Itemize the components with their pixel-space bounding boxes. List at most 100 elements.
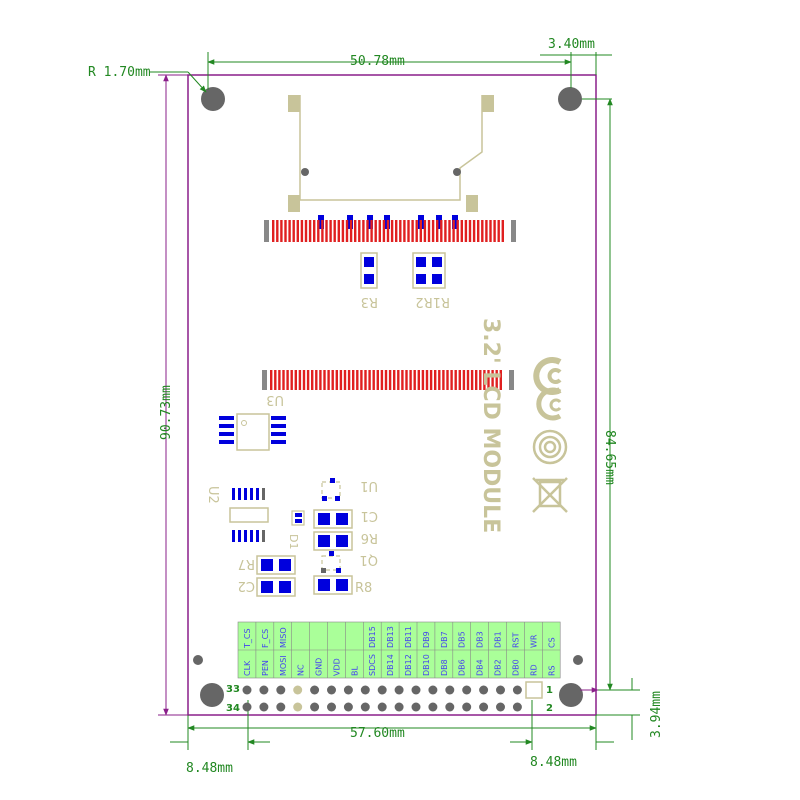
header-pin [462, 685, 472, 695]
pin-label: VDD [332, 658, 341, 676]
header-pin [512, 685, 522, 695]
header-pin [327, 702, 336, 712]
pin-label: RS [547, 665, 556, 676]
lower-connector-pad [401, 370, 404, 390]
lower-connector-pad [364, 370, 367, 390]
pin-label: DB15 [368, 626, 377, 648]
ref-c2: C2 [238, 578, 255, 593]
u3-chip [219, 413, 286, 451]
upper-fpc-connector [264, 220, 516, 242]
upper-connector-pad [448, 220, 451, 242]
pin-label: DB4 [476, 659, 485, 676]
lower-connector-pad [413, 370, 416, 390]
header-pin [327, 685, 336, 695]
lower-connector-pad [409, 370, 412, 390]
lower-connector-pad [347, 370, 351, 390]
lower-connector-pad [434, 370, 437, 390]
header-pin [428, 685, 438, 695]
upper-connector-pad [423, 220, 427, 242]
lower-connector-pad [462, 370, 466, 390]
upper-connector-pad [403, 220, 406, 242]
upper-connector-pad [436, 220, 439, 242]
lower-connector-pad [380, 370, 384, 390]
lower-connector-pad [270, 370, 273, 390]
upper-connector-pad [272, 220, 275, 242]
dim-bottom-right-inset: 8.48mm [530, 755, 577, 770]
header-pin [462, 702, 472, 712]
header-pin [411, 685, 421, 695]
upper-connector-pad [497, 220, 500, 242]
pin-label: PEN [261, 660, 270, 676]
upper-connector-pad [354, 220, 357, 242]
u1-footprint [321, 478, 341, 501]
upper-connector-pad [452, 220, 455, 242]
lower-connector-pad [339, 370, 343, 390]
pin-label: NC [297, 664, 306, 676]
pin-label: DB9 [422, 631, 431, 648]
lower-connector-pad [397, 370, 400, 390]
mounting-hole-top-right [558, 87, 582, 111]
upper-connector-pad [481, 220, 484, 242]
upper-connector-pad [468, 220, 472, 242]
upper-connector-pad [325, 220, 328, 242]
lower-connector-pad [425, 370, 429, 390]
pin-label: DB13 [386, 626, 395, 648]
header-pin [242, 685, 252, 695]
ref-c1: C1 [361, 508, 378, 523]
dim-corner-radius: R 1.70mm [88, 65, 151, 80]
lower-connector-pad [429, 370, 433, 390]
r7-footprint [256, 555, 296, 575]
lower-connector-pad [278, 370, 281, 390]
lower-connector-pad [319, 370, 322, 390]
dim-right-height: 84.65mm [602, 430, 617, 485]
upper-connector-end-tab [511, 220, 516, 242]
r3-footprint [360, 252, 378, 289]
pin-label: DB1 [494, 631, 503, 648]
header-pin [360, 685, 370, 695]
lower-connector-pad [483, 370, 486, 390]
header-pin [242, 702, 252, 712]
ref-q1: Q1 [359, 552, 378, 567]
dim-bottom-left-inset: 8.48mm [186, 761, 233, 776]
pin-label: MOSI [279, 655, 288, 676]
ref-r7: R7 [238, 556, 255, 571]
header-pin [377, 702, 387, 712]
header-pin [377, 685, 387, 695]
lower-connector-pad [438, 370, 441, 390]
c1-footprint [313, 509, 353, 529]
pin-label: MISO [279, 627, 288, 648]
lower-connector-pad [352, 370, 355, 390]
lower-connector-end-tab [509, 370, 514, 390]
header-pin [259, 702, 269, 712]
ref-u1: U1 [360, 478, 378, 493]
ce-mark-large [533, 357, 562, 395]
dim-top-width: 50.78mm [350, 54, 405, 69]
pin-label: DB2 [494, 659, 503, 676]
lower-connector-pad [446, 370, 449, 390]
header-pin [293, 702, 303, 712]
product-title: 3.2' LCD MODULE [478, 318, 503, 533]
upper-connector-pad [464, 220, 468, 242]
upper-connector-pad [362, 220, 365, 242]
upper-connector-pad [382, 220, 386, 242]
upper-connector-pad [489, 220, 492, 242]
upper-connector-pad [370, 220, 373, 242]
upper-connector-pad [440, 220, 443, 242]
upper-connector-pad [288, 220, 291, 242]
pin-label: DB11 [404, 626, 413, 648]
r6-footprint [313, 531, 353, 551]
pin-label: DB3 [476, 631, 485, 648]
outline-dimension [158, 74, 599, 716]
lower-connector-end-tab [262, 370, 267, 390]
lower-connector-pad [335, 370, 338, 390]
header-pin [445, 702, 455, 712]
lower-connector-pad [470, 370, 474, 390]
ref-u3: U3 [266, 392, 284, 407]
mounting-hole-top-left [201, 87, 225, 111]
upper-connector-pad [501, 220, 504, 242]
pin-label: DB0 [512, 659, 521, 676]
lower-fpc-connector [262, 370, 514, 390]
pin-number-2: 2 [546, 703, 553, 714]
ref-r1r2: R1R2 [415, 294, 450, 309]
